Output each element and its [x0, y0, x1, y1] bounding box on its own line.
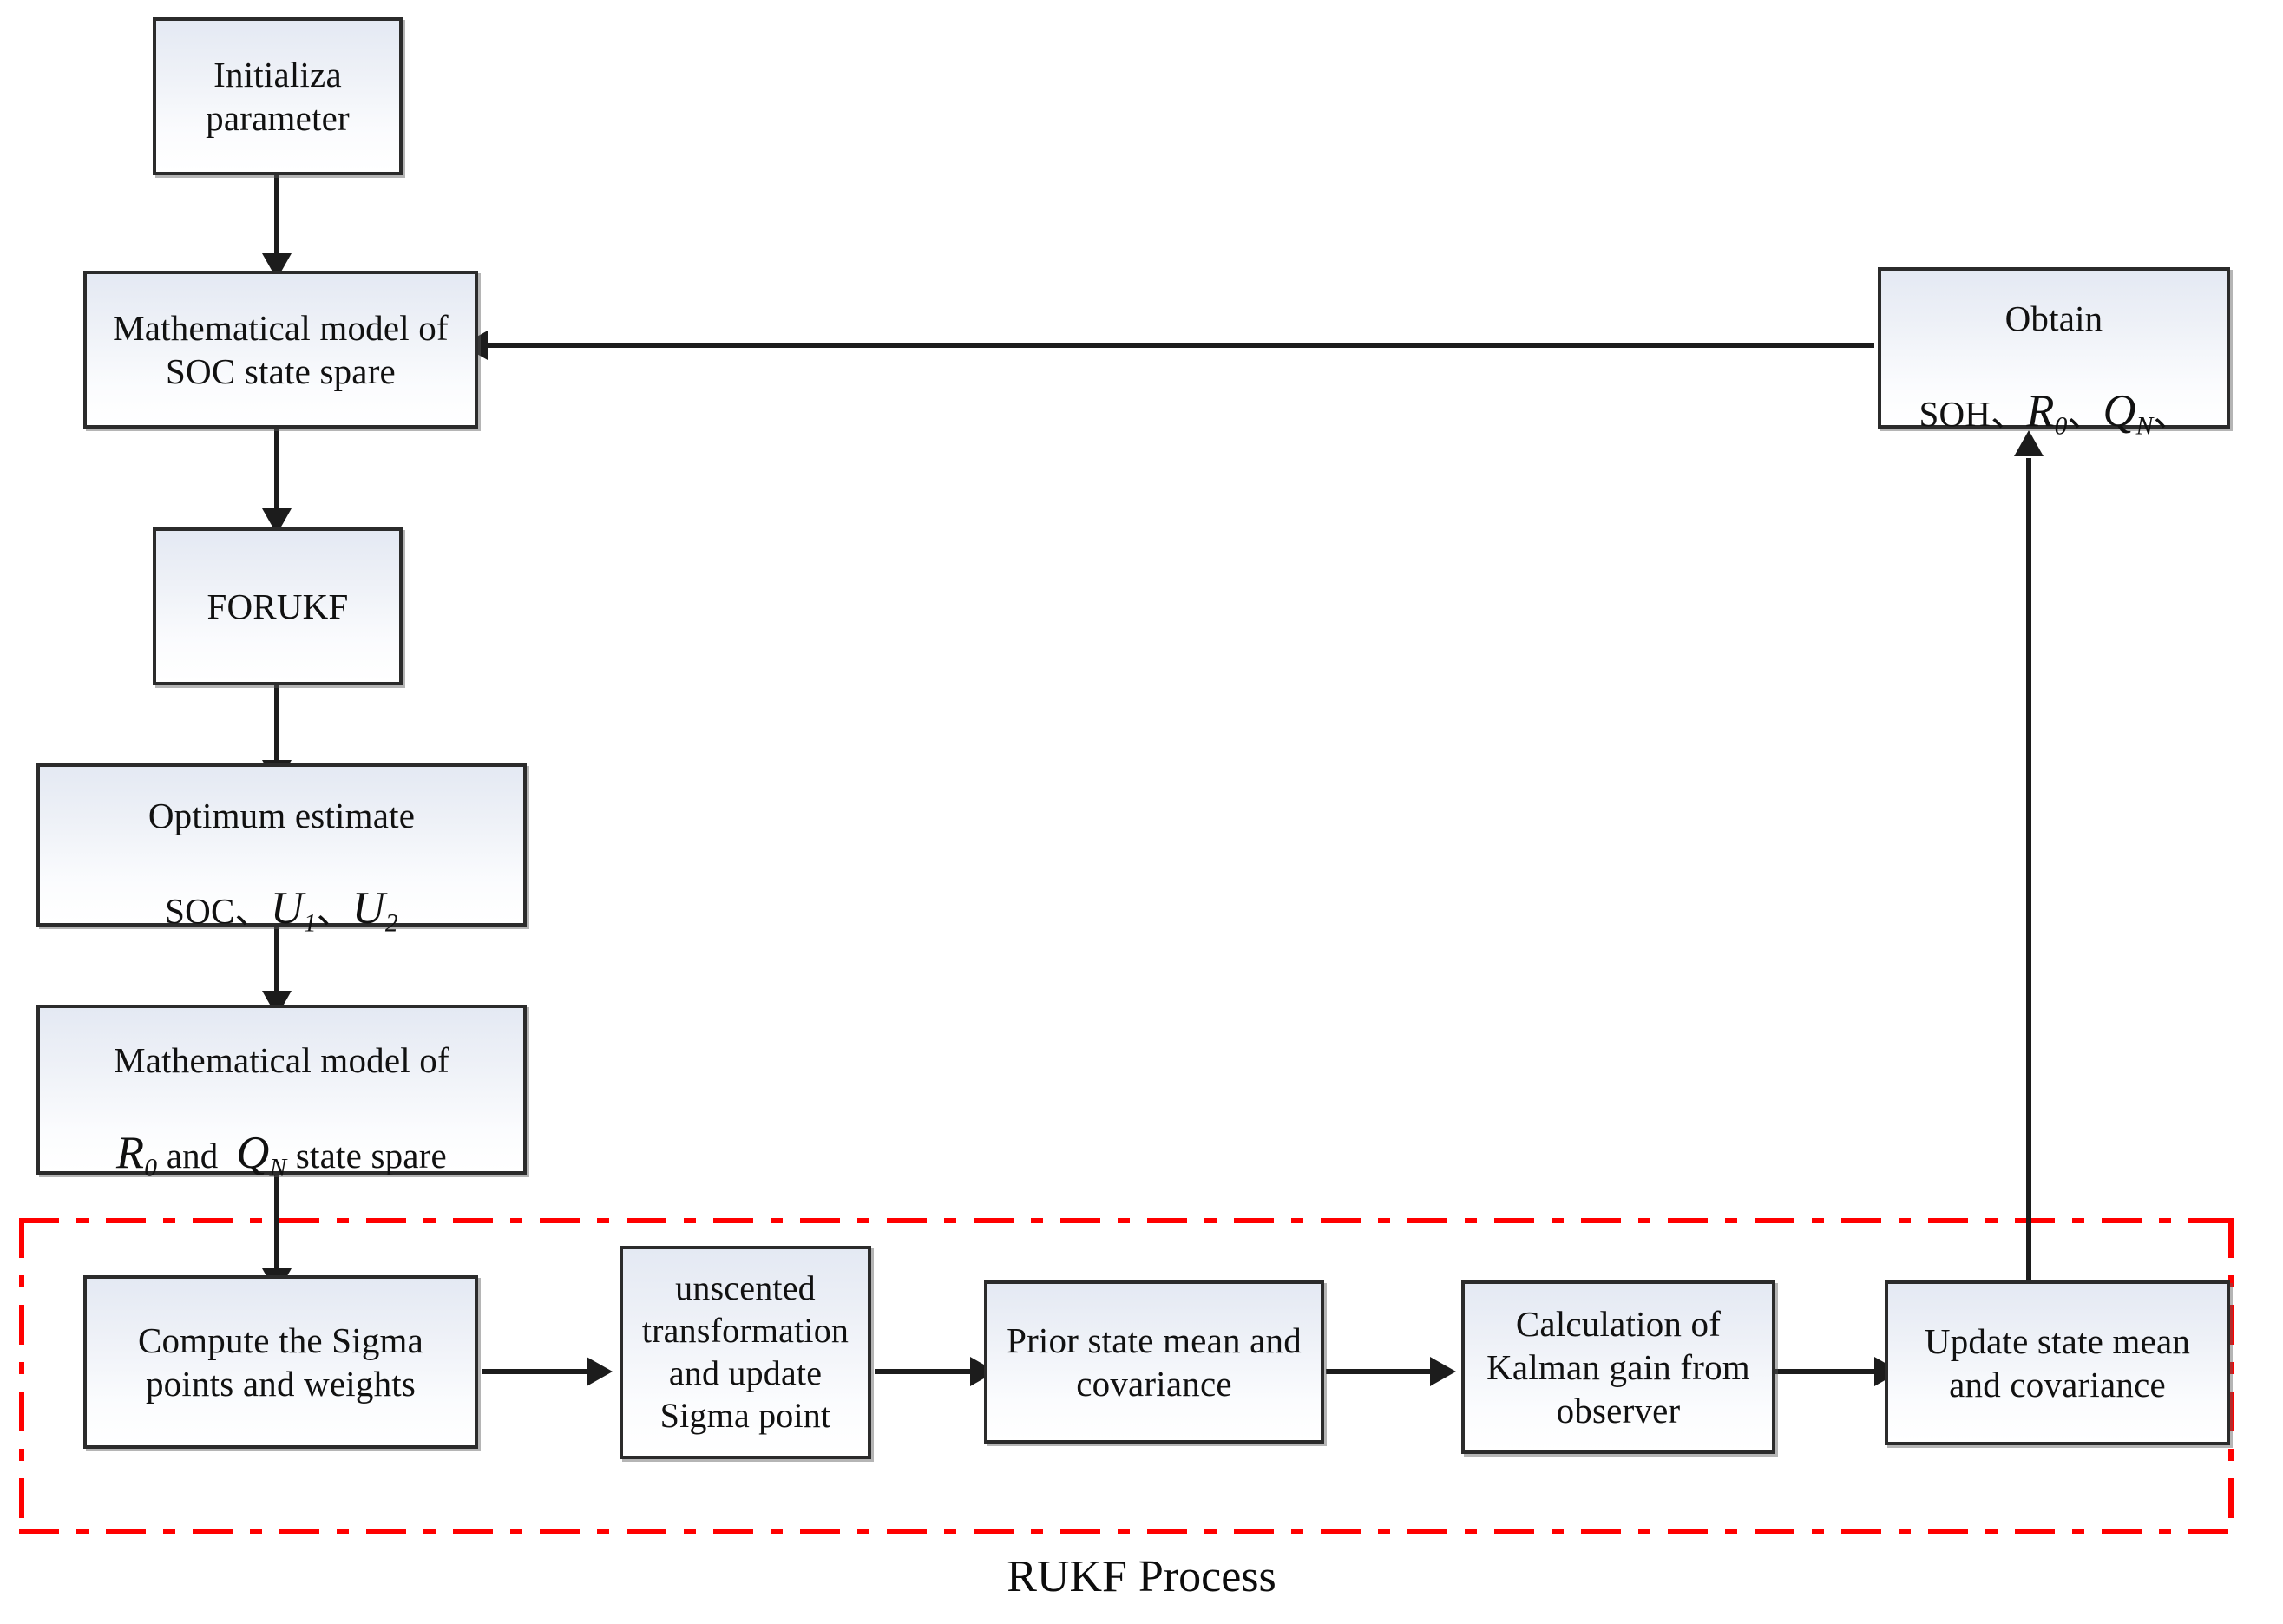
node-soc-state-space-model[interactable]: Mathematical model of SOC state spare: [83, 271, 478, 429]
node-update-state-mean-covariance[interactable]: Update state mean and covariance: [1885, 1280, 2230, 1445]
connector-optimum-to-rq-model: [274, 925, 279, 998]
connector-soc-model-to-forukf: [274, 427, 279, 514]
optimum-u2-symbol: U: [351, 883, 385, 934]
rq-model-q-symbol: Q: [236, 1128, 270, 1179]
optimum-u2-subscript: 2: [384, 909, 398, 938]
node-compute-sigma-points[interactable]: Compute the Sigma points and weights: [83, 1275, 478, 1449]
rukf-region-left-edge: [19, 1218, 24, 1534]
node-forukf-label: FORUKF: [207, 586, 349, 626]
connector-obtain-to-soc-model: [486, 343, 1874, 348]
connector-sigma-points-to-unscented: [482, 1369, 594, 1374]
node-obtain-soh-label: Obtain SOH、R0、QN、: [1881, 253, 2227, 442]
node-r0-qn-state-space-model-label: Mathematical model of R0 and QN state sp…: [40, 995, 523, 1183]
node-compute-sigma-points-label: Compute the Sigma points and weights: [137, 1320, 424, 1404]
rq-model-r-symbol: R: [116, 1128, 145, 1179]
node-update-state-mean-covariance-label: Update state mean and covariance: [1924, 1320, 2191, 1405]
connector-rq-model-to-sigma-points: [274, 1173, 279, 1275]
obtain-r-symbol: R: [2026, 386, 2055, 437]
optimum-separator: 、: [316, 891, 352, 932]
arrowhead-prior-to-kalman-gain: [1430, 1357, 1456, 1386]
node-prior-state-mean-covariance[interactable]: Prior state mean and covariance: [984, 1280, 1324, 1444]
diagram-caption: RUKF Process: [1007, 1552, 1276, 1601]
connector-update-state-to-obtain: [2026, 458, 2031, 1291]
obtain-r-subscript: 0: [2054, 412, 2068, 441]
optimum-line1: Optimum estimate: [148, 796, 416, 836]
rukf-region-bottom-edge: [19, 1529, 2234, 1534]
node-forukf[interactable]: FORUKF: [153, 527, 403, 685]
node-kalman-gain-calculation-label: Calculation of Kalman gain from observer: [1486, 1303, 1750, 1431]
rukf-region-right-edge: [2228, 1218, 2234, 1534]
connector-unscented-to-prior: [875, 1369, 979, 1374]
connector-forukf-to-optimum: [274, 684, 279, 765]
rq-model-r-subscript: 0: [144, 1154, 158, 1182]
obtain-line2-prefix: SOH、: [1919, 394, 2027, 435]
rukf-region-top-edge: [19, 1218, 2234, 1223]
node-r0-qn-state-space-model[interactable]: Mathematical model of R0 and QN state sp…: [36, 1005, 527, 1182]
node-kalman-gain-calculation[interactable]: Calculation of Kalman gain from observer: [1461, 1280, 1775, 1454]
node-initialize-parameter[interactable]: Initializa parameter: [153, 17, 403, 175]
connector-kalman-gain-to-update-state: [1775, 1369, 1881, 1374]
arrowhead-sigma-points-to-unscented: [587, 1357, 613, 1386]
connector-initialize-to-soc-model: [274, 174, 279, 259]
arrowhead-update-state-to-obtain: [2014, 430, 2044, 456]
obtain-q-symbol: Q: [2103, 386, 2136, 437]
rq-model-q-subscript: N: [269, 1154, 287, 1182]
rq-model-line1: Mathematical model of: [114, 1040, 449, 1081]
node-prior-state-mean-covariance-label: Prior state mean and covariance: [1007, 1320, 1302, 1404]
optimum-u1-subscript: 1: [303, 909, 317, 938]
rq-model-tail-text: state spare: [295, 1136, 447, 1176]
node-optimum-estimate[interactable]: Optimum estimate SOC、U1、U2: [36, 763, 527, 938]
obtain-separator-1: 、: [2067, 394, 2103, 435]
obtain-q-subscript: N: [2135, 412, 2154, 441]
obtain-line1: Obtain: [2004, 298, 2103, 339]
connector-prior-to-kalman-gain: [1326, 1369, 1437, 1374]
node-optimum-estimate-label: Optimum estimate SOC、U1、U2: [40, 750, 523, 939]
obtain-separator-2: 、: [2153, 394, 2189, 435]
node-soc-state-space-model-label: Mathematical model of SOC state spare: [113, 307, 449, 391]
node-obtain-soh[interactable]: Obtain SOH、R0、QN、: [1878, 267, 2230, 441]
node-unscented-transformation-label: unscented transformation and update Sigm…: [641, 1268, 850, 1435]
optimum-u1-symbol: U: [270, 883, 304, 934]
optimum-line2-prefix: SOC、: [165, 891, 271, 932]
node-initialize-parameter-label: Initializa parameter: [206, 54, 350, 138]
node-unscented-transformation[interactable]: unscented transformation and update Sigm…: [620, 1246, 871, 1459]
rq-model-and-text: and: [166, 1136, 219, 1176]
